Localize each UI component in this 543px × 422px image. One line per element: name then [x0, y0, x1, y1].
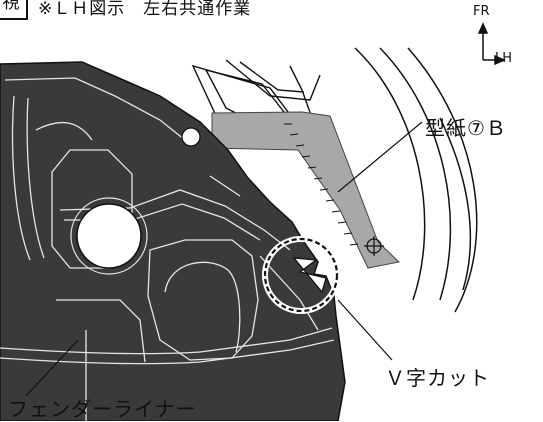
- header-note: ※ＬＨ図示 左右共通作業: [38, 0, 252, 19]
- wheel-arch-lines: [354, 47, 478, 313]
- v-notch: [292, 257, 327, 294]
- v-cut-highlight: [262, 236, 340, 314]
- pattern-paper-7b: [211, 111, 401, 269]
- liner-hole-ring: [70, 197, 148, 275]
- liner-hole-large: [76, 203, 142, 269]
- axis-label-lh: LH: [495, 51, 513, 66]
- callout-pattern-paper: 型紙⑦Ｂ: [425, 116, 507, 140]
- orientation-arrows-icon: [477, 22, 506, 66]
- alignment-mark-icon: [364, 236, 384, 256]
- pattern-hatch: [284, 123, 359, 246]
- leader-lines: [25, 121, 423, 397]
- callout-v-cut: Ｖ字カット: [385, 366, 490, 390]
- liner-hole-small: [181, 127, 201, 147]
- axis-label-fr: FR: [473, 4, 490, 19]
- view-label: 視: [0, 0, 28, 20]
- fender-liner-body: [0, 61, 346, 421]
- callout-fender-liner: フェンダーライナー: [8, 397, 197, 421]
